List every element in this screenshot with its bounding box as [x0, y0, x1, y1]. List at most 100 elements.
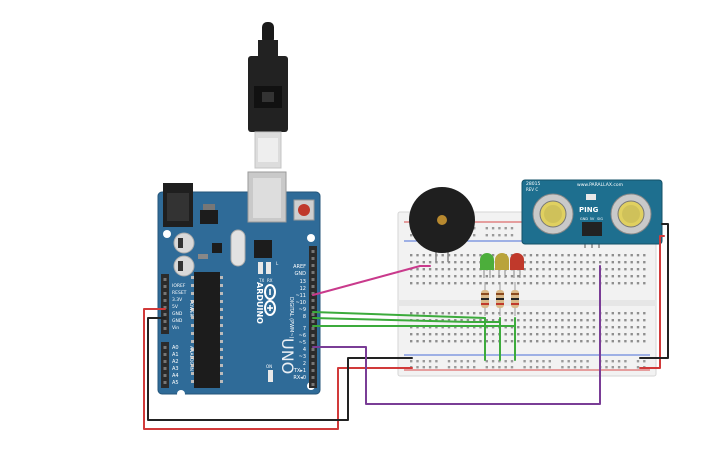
digital-pin-label: ~6	[299, 333, 306, 339]
wire-gnd[interactable]	[147, 317, 413, 421]
analog-pin-label: A5	[172, 380, 179, 386]
socket-hole	[554, 268, 558, 271]
socket-hole	[473, 312, 476, 315]
socket-hole	[491, 333, 495, 336]
resistor	[511, 282, 519, 316]
digital-pin-label: ~10	[295, 300, 306, 306]
socket-hole	[191, 356, 194, 359]
socket-hole	[561, 319, 564, 322]
wire-led-green[interactable]	[312, 311, 486, 319]
wire-gnd-bus[interactable]	[639, 223, 669, 359]
power-pin-label: 5V	[172, 304, 179, 310]
socket-hole	[491, 275, 495, 278]
socket-hole	[510, 282, 514, 285]
socket-hole	[573, 326, 577, 329]
socket-hole	[510, 234, 514, 237]
socket-hole	[561, 254, 564, 257]
socket-hole	[517, 275, 520, 278]
arduino-logo-icon	[264, 284, 276, 316]
arduino-logo-text: ARDUINO	[255, 282, 264, 324]
socket-hole	[454, 261, 457, 264]
socket-hole	[630, 275, 633, 278]
socket-hole	[561, 340, 564, 343]
socket-hole	[416, 333, 419, 336]
socket-hole	[542, 261, 545, 264]
socket-hole	[473, 227, 476, 230]
socket-hole	[220, 356, 223, 359]
socket-hole	[567, 312, 570, 315]
sensor-pin-5v: 5V	[590, 217, 595, 221]
socket-hole	[504, 360, 507, 363]
socket-hole	[517, 282, 520, 285]
socket-hole	[428, 282, 432, 285]
socket-hole	[466, 282, 470, 285]
socket-hole	[548, 319, 551, 322]
socket-hole	[504, 227, 507, 230]
socket-hole	[479, 333, 482, 336]
socket-hole	[485, 282, 488, 285]
socket-hole	[643, 261, 646, 264]
socket-hole	[416, 340, 419, 343]
socket-hole	[580, 366, 583, 369]
socket-hole	[643, 333, 646, 336]
socket-hole	[561, 261, 564, 264]
socket-hole	[567, 282, 570, 285]
socket-hole	[410, 312, 413, 315]
socket-hole	[191, 284, 194, 287]
socket-hole	[163, 292, 167, 295]
socket-hole	[510, 360, 514, 363]
wire-buzzer[interactable]	[312, 265, 431, 296]
wire-sensor-signal[interactable]	[312, 265, 601, 405]
socket-hole	[605, 261, 608, 264]
socket-hole	[542, 360, 545, 363]
socket-hole	[611, 340, 614, 343]
socket-hole	[510, 227, 514, 230]
socket-hole	[630, 254, 633, 257]
socket-hole	[410, 333, 413, 336]
socket-hole	[643, 326, 646, 329]
socket-hole	[517, 319, 520, 322]
socket-hole	[586, 360, 589, 363]
socket-hole	[542, 366, 545, 369]
socket-hole	[220, 348, 223, 351]
socket-hole	[485, 227, 488, 230]
socket-hole	[605, 326, 608, 329]
socket-hole	[479, 275, 482, 278]
socket-hole	[491, 254, 495, 257]
socket-hole	[416, 268, 419, 271]
socket-hole	[643, 275, 646, 278]
socket-hole	[573, 366, 577, 369]
socket-hole	[529, 319, 533, 322]
breadboard	[397, 211, 657, 377]
socket-hole	[422, 282, 425, 285]
socket-hole	[410, 261, 413, 264]
socket-hole	[586, 282, 589, 285]
wire-5v[interactable]	[143, 308, 413, 430]
digital-label: DIGITAL (PWM~)	[288, 297, 294, 339]
wire-5v-bus[interactable]	[639, 235, 665, 369]
socket-hole	[447, 366, 451, 369]
socket-hole	[643, 340, 646, 343]
socket-hole	[554, 261, 558, 264]
socket-hole	[311, 334, 315, 337]
socket-hole	[485, 319, 488, 322]
wire-led-yellow[interactable]	[312, 317, 501, 323]
socket-hole	[454, 319, 457, 322]
socket-hole	[573, 312, 577, 315]
socket-hole	[611, 319, 614, 322]
socket-hole	[416, 254, 419, 257]
socket-hole	[441, 261, 444, 264]
socket-hole	[454, 360, 457, 363]
socket-hole	[311, 376, 315, 379]
socket-hole	[422, 360, 425, 363]
socket-hole	[523, 366, 526, 369]
socket-hole	[163, 381, 167, 384]
socket-hole	[580, 340, 583, 343]
socket-hole	[491, 234, 495, 237]
socket-hole	[529, 254, 533, 257]
socket-hole	[611, 360, 614, 363]
socket-hole	[441, 319, 444, 322]
socket-hole	[573, 360, 577, 363]
socket-hole	[422, 268, 425, 271]
socket-hole	[510, 312, 514, 315]
